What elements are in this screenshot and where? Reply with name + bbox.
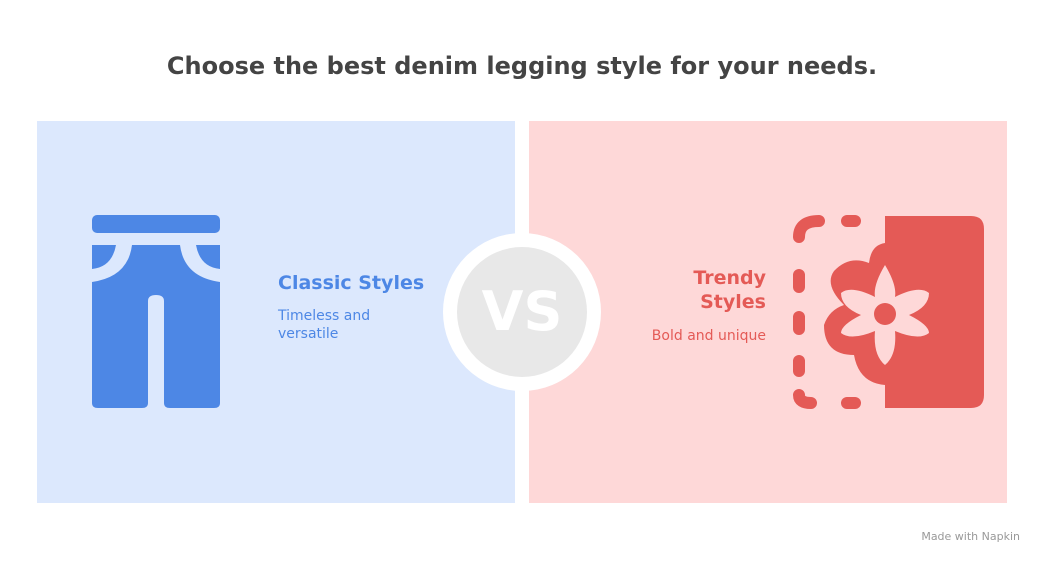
flower-pattern-icon (793, 215, 984, 409)
classic-subtitle: Timeless and versatile (278, 308, 371, 342)
footer-credit: Made with Napkin (921, 530, 1020, 543)
trendy-subtitle: Bold and unique (651, 328, 766, 344)
classic-panel: Classic Styles Timeless and versatile (37, 121, 515, 503)
classic-heading: Classic Styles (278, 272, 425, 294)
vs-label: VS (457, 247, 587, 377)
trendy-heading: Trendy Styles (693, 267, 766, 313)
page-title: Choose the best denim legging style for … (166, 52, 878, 80)
pants-icon (92, 215, 220, 408)
vs-badge: VS (443, 233, 601, 391)
trendy-panel: Trendy Styles Bold and unique (529, 121, 1007, 503)
